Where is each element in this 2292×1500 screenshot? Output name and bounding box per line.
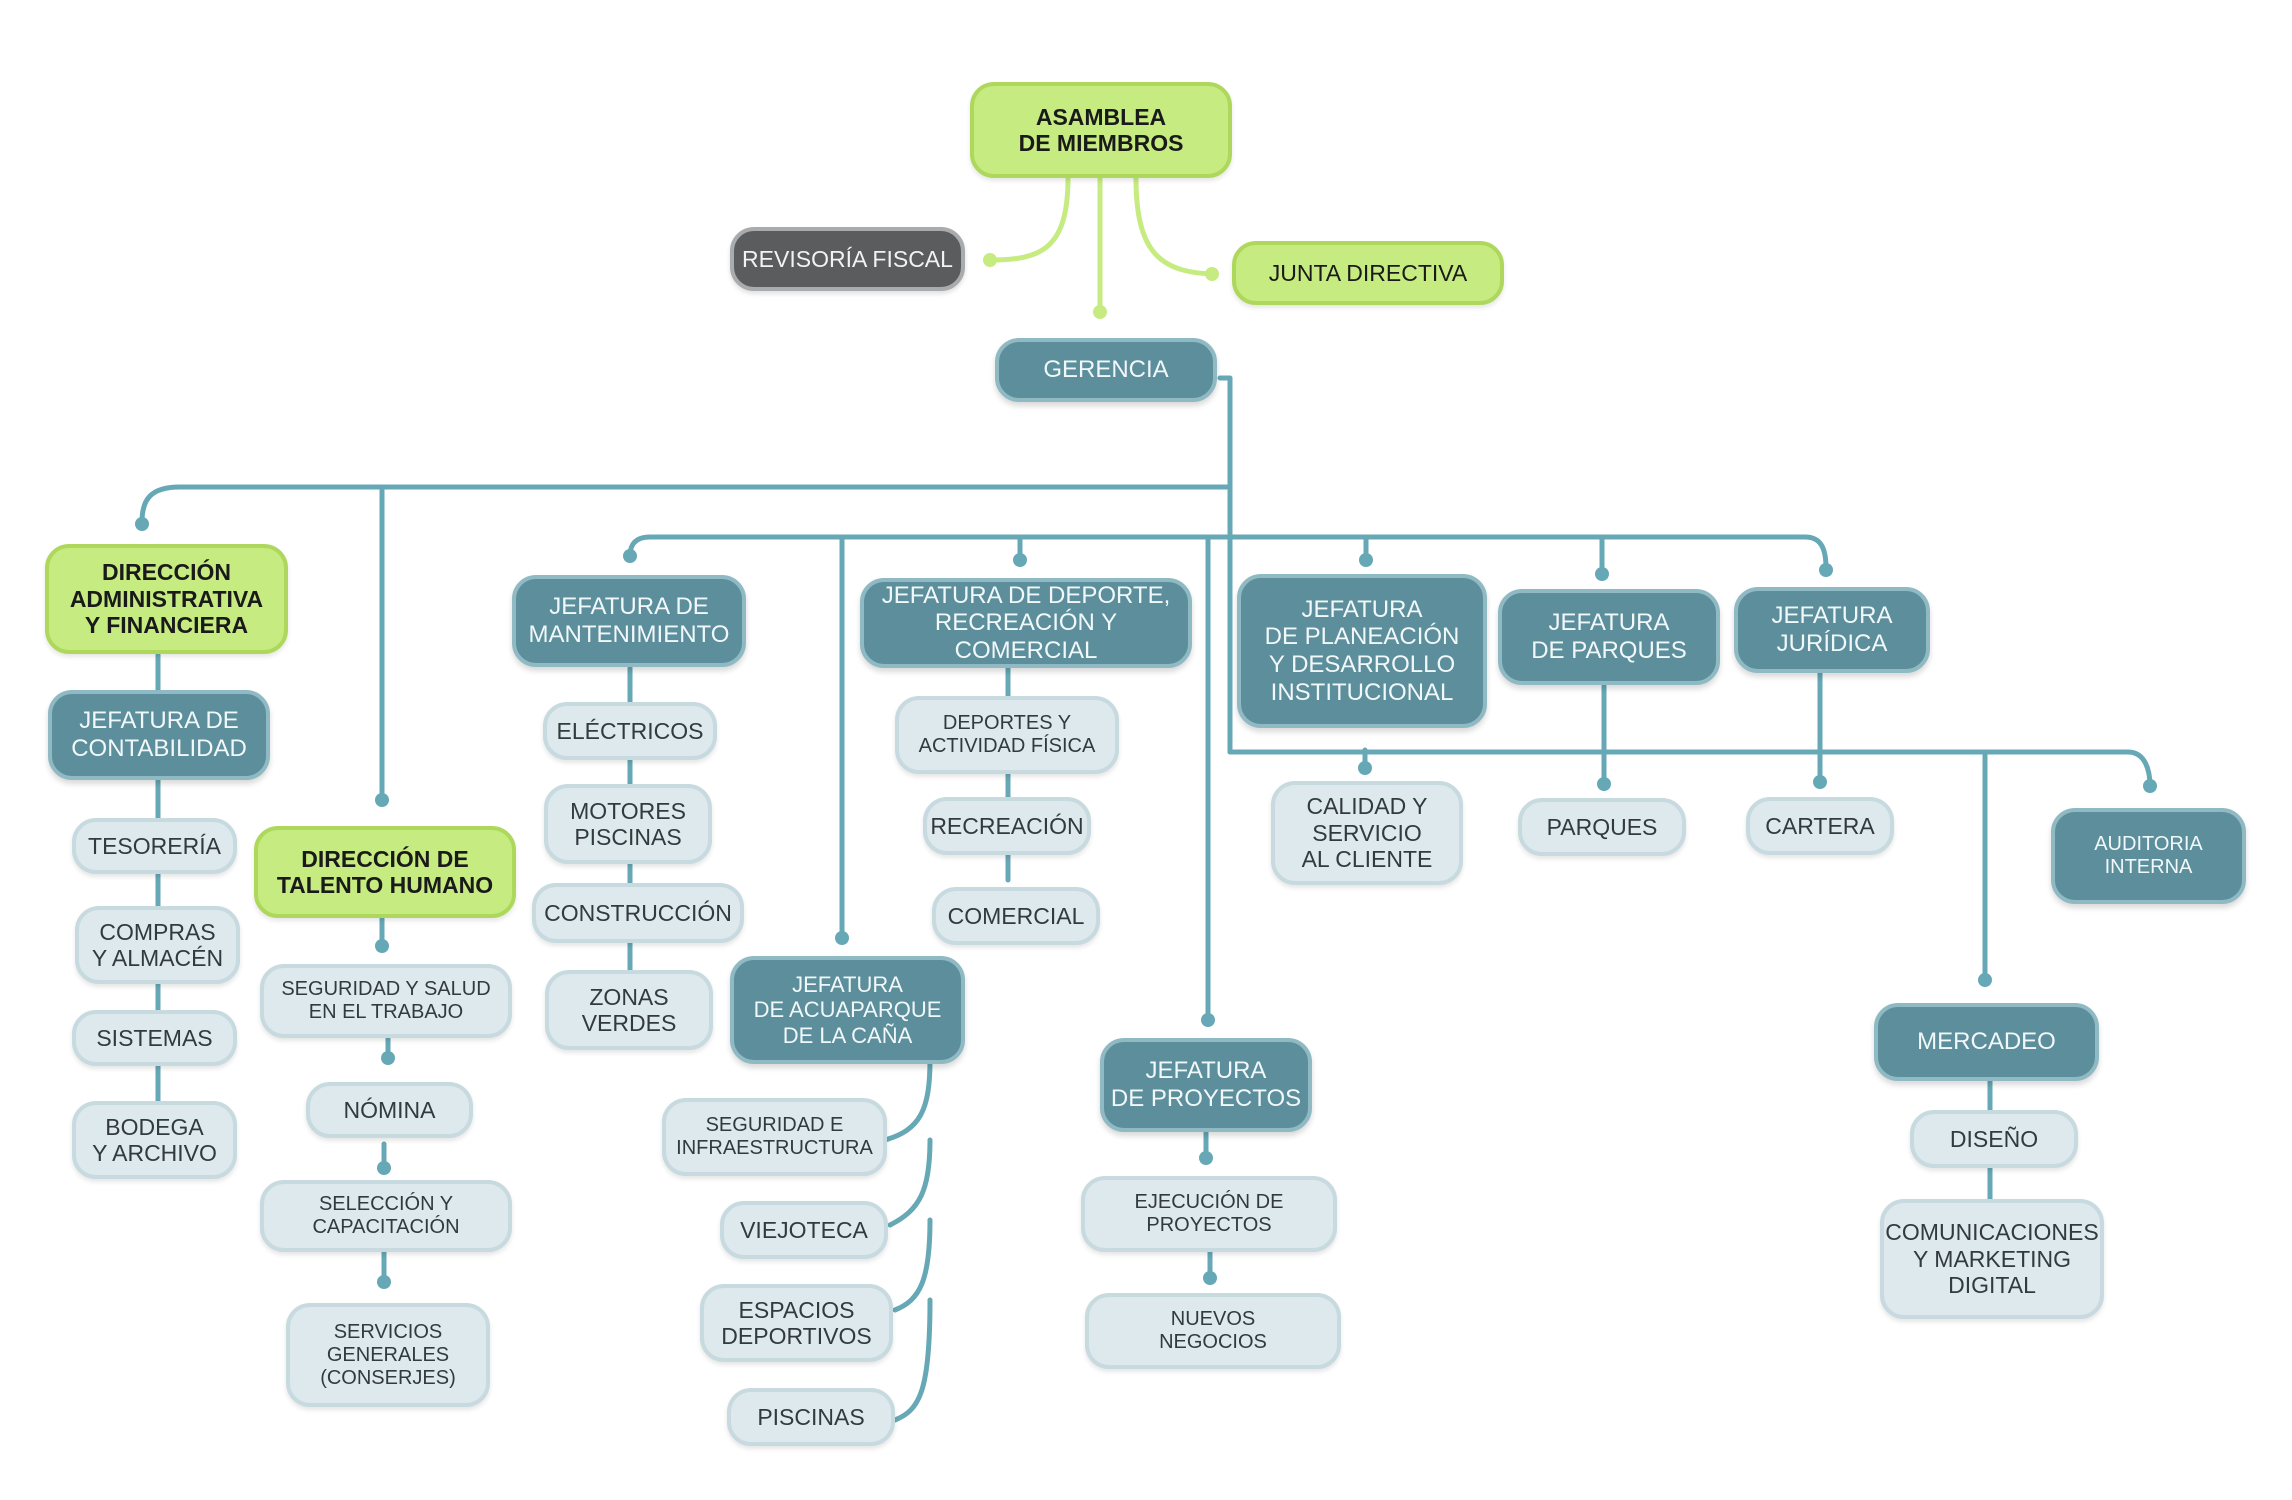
node-motores-piscinas[interactable]: MOTORES PISCINAS (544, 784, 712, 864)
node-jefatura-juridica[interactable]: JEFATURA JURÍDICA (1734, 587, 1930, 673)
node-jefatura-deporte[interactable]: JEFATURA DE DEPORTE, RECREACIÓN Y COMERC… (860, 578, 1192, 668)
node-nuevos-negocios[interactable]: NUEVOS NEGOCIOS (1085, 1293, 1341, 1369)
node-jefatura-planeacion[interactable]: JEFATURA DE PLANEACIÓN Y DESARROLLO INST… (1237, 574, 1487, 728)
node-parques[interactable]: PARQUES (1518, 798, 1686, 856)
node-seguridad-infraestructura[interactable]: SEGURIDAD E INFRAESTRUCTURA (662, 1098, 887, 1176)
node-diseno[interactable]: DISEÑO (1910, 1110, 2078, 1168)
node-direccion-talento-humano[interactable]: DIRECCIÓN DE TALENTO HUMANO (254, 826, 516, 918)
node-sistemas[interactable]: SISTEMAS (72, 1010, 237, 1066)
node-zonas-verdes[interactable]: ZONAS VERDES (545, 970, 713, 1050)
node-bodega-archivo[interactable]: BODEGA Y ARCHIVO (72, 1101, 237, 1179)
node-compras-almacen[interactable]: COMPRAS Y ALMACÉN (75, 906, 240, 984)
node-direccion-administrativa[interactable]: DIRECCIÓN ADMINISTRATIVA Y FINANCIERA (45, 544, 288, 654)
node-junta-directiva[interactable]: JUNTA DIRECTIVA (1232, 241, 1504, 305)
node-comercial[interactable]: COMERCIAL (932, 887, 1100, 945)
node-jefatura-acuaparque[interactable]: JEFATURA DE ACUAPARQUE DE LA CAÑA (730, 956, 965, 1064)
node-jefatura-contabilidad[interactable]: JEFATURA DE CONTABILIDAD (48, 690, 270, 780)
node-auditoria-interna[interactable]: AUDITORIA INTERNA (2051, 808, 2246, 904)
node-calidad-servicio-cliente[interactable]: CALIDAD Y SERVICIO AL CLIENTE (1271, 781, 1463, 885)
node-piscinas[interactable]: PISCINAS (727, 1388, 895, 1446)
node-gerencia[interactable]: GERENCIA (995, 338, 1217, 402)
node-mercadeo[interactable]: MERCADEO (1874, 1003, 2099, 1081)
node-nomina[interactable]: NÓMINA (306, 1082, 473, 1138)
node-viejoteca[interactable]: VIEJOTECA (720, 1201, 888, 1259)
node-comunicaciones-marketing[interactable]: COMUNICACIONES Y MARKETING DIGITAL (1880, 1199, 2104, 1319)
node-asamblea-de-miembros[interactable]: ASAMBLEA DE MIEMBROS (970, 82, 1232, 178)
node-deportes-actividad-fisica[interactable]: DEPORTES Y ACTIVIDAD FÍSICA (895, 696, 1119, 774)
top-connector-dots (983, 253, 1219, 319)
node-jefatura-mantenimiento[interactable]: JEFATURA DE MANTENIMIENTO (512, 575, 746, 667)
node-recreacion[interactable]: RECREACIÓN (923, 797, 1091, 855)
node-electricos[interactable]: ELÉCTRICOS (543, 702, 717, 760)
node-cartera[interactable]: CARTERA (1746, 797, 1894, 855)
node-construccion[interactable]: CONSTRUCCIÓN (532, 883, 744, 943)
node-jefatura-proyectos[interactable]: JEFATURA DE PROYECTOS (1100, 1038, 1312, 1132)
node-seguridad-salud-trabajo[interactable]: SEGURIDAD Y SALUD EN EL TRABAJO (260, 964, 512, 1038)
node-seleccion-capacitacion[interactable]: SELECCIÓN Y CAPACITACIÓN (260, 1180, 512, 1252)
node-revisoria-fiscal[interactable]: REVISORÍA FISCAL (730, 227, 965, 291)
node-jefatura-parques[interactable]: JEFATURA DE PARQUES (1498, 589, 1720, 685)
top-connectors (987, 175, 1215, 315)
node-servicios-generales[interactable]: SERVICIOS GENERALES (CONSERJES) (286, 1303, 490, 1407)
node-espacios-deportivos[interactable]: ESPACIOS DEPORTIVOS (700, 1284, 893, 1362)
node-ejecucion-proyectos[interactable]: EJECUCIÓN DE PROYECTOS (1081, 1176, 1337, 1252)
node-tesoreria[interactable]: TESORERÍA (72, 818, 237, 874)
